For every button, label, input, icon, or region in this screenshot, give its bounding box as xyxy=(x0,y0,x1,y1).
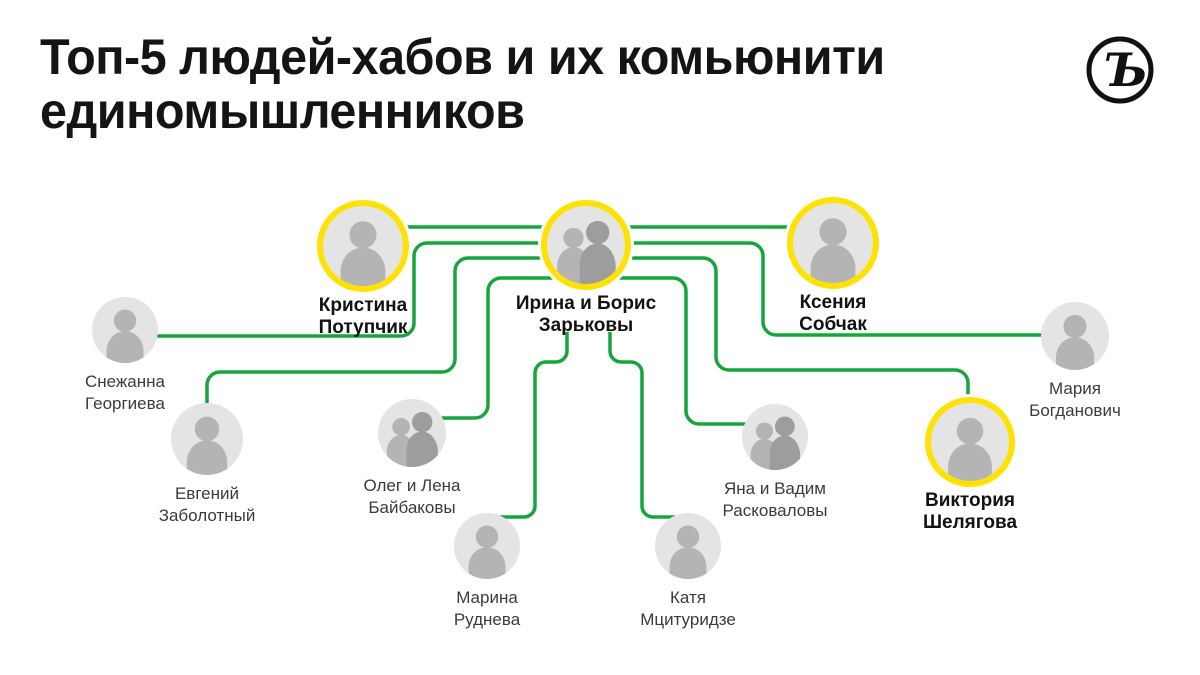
node-oleg xyxy=(378,399,446,467)
node-label-marina-line1: Марина xyxy=(456,588,518,607)
node-label-katya-line2: Мцитуридзе xyxy=(640,610,736,629)
node-label-oleg-line2: Байбаковы xyxy=(368,498,456,517)
node-label-yana-line2: Расковаловы xyxy=(722,501,828,520)
node-label-sobchak-line2: Собчак xyxy=(799,314,867,335)
edge-zarkovy-marina xyxy=(500,332,569,519)
edge-zarkovy-maria xyxy=(600,241,1048,337)
node-label-zarkovy-line1: Ирина и Борис xyxy=(515,293,657,314)
person-silhouette xyxy=(810,218,856,283)
page-title-line2: единомышленников xyxy=(40,83,525,139)
couple-silhouette xyxy=(750,416,801,470)
node-label-maria-line1: Мария xyxy=(1049,379,1101,398)
node-evgeniy xyxy=(171,403,243,475)
node-zarkovy-hub xyxy=(541,200,631,290)
person-silhouette xyxy=(948,417,992,481)
node-label-kristina-line2: Потупчик xyxy=(318,317,408,338)
node-yana xyxy=(742,404,808,470)
person-silhouette xyxy=(186,416,228,475)
node-label-shelyagova-line2: Шелягова xyxy=(922,512,1018,533)
node-maria xyxy=(1041,302,1109,370)
node-label-maria-line2: Богданович xyxy=(1029,401,1121,420)
edge-zarkovy-shelyagova xyxy=(600,256,970,405)
edge-evgeniy-zarkovy xyxy=(205,256,560,412)
edge-zarkovy-katya xyxy=(608,332,675,519)
node-label-evgeniy-line2: Заболотный xyxy=(158,506,256,525)
node-label-yana-line1: Яна и Вадим xyxy=(724,479,826,498)
edge-snezhanna-zarkovy xyxy=(150,241,560,338)
node-kristina-hub xyxy=(317,200,409,292)
node-label-shelyagova-line1: Виктория xyxy=(925,490,1015,511)
node-label-evgeniy-line1: Евгений xyxy=(174,484,240,503)
node-snezhanna xyxy=(92,297,158,363)
node-label-katya-line1: Катя xyxy=(670,588,706,607)
page-title: Топ-5 людей-хабов и их комьюнити единомы… xyxy=(40,30,913,138)
person-silhouette xyxy=(669,525,707,579)
node-label-sobchak-line1: Ксения xyxy=(799,292,867,313)
node-label-zarkovy-line2: Зарьковы xyxy=(538,315,634,336)
node-label-kristina-line1: Кристина xyxy=(318,295,408,316)
node-label-oleg-line1: Олег и Лена xyxy=(363,476,461,495)
logo-ring xyxy=(1086,36,1154,104)
person-silhouette xyxy=(468,525,506,579)
kommersant-logo: Ъ xyxy=(1085,35,1155,105)
node-shelyagova-hub xyxy=(925,397,1015,487)
node-marina xyxy=(454,513,520,579)
page-title-line1: Топ-5 людей-хабов и их комьюнити xyxy=(40,29,885,85)
couple-silhouette xyxy=(386,411,438,467)
couple-silhouette xyxy=(557,220,616,284)
node-label-snezhanna-line1: Снежанна xyxy=(85,372,165,391)
node-katya xyxy=(655,513,721,579)
logo-glyph: Ъ xyxy=(1104,43,1148,97)
node-label-snezhanna-line2: Георгиева xyxy=(85,394,165,413)
person-silhouette xyxy=(106,309,144,363)
person-silhouette xyxy=(1055,314,1095,370)
node-sobchak-hub xyxy=(787,197,879,289)
node-label-marina-line2: Руднева xyxy=(453,610,521,629)
person-silhouette xyxy=(340,221,386,286)
